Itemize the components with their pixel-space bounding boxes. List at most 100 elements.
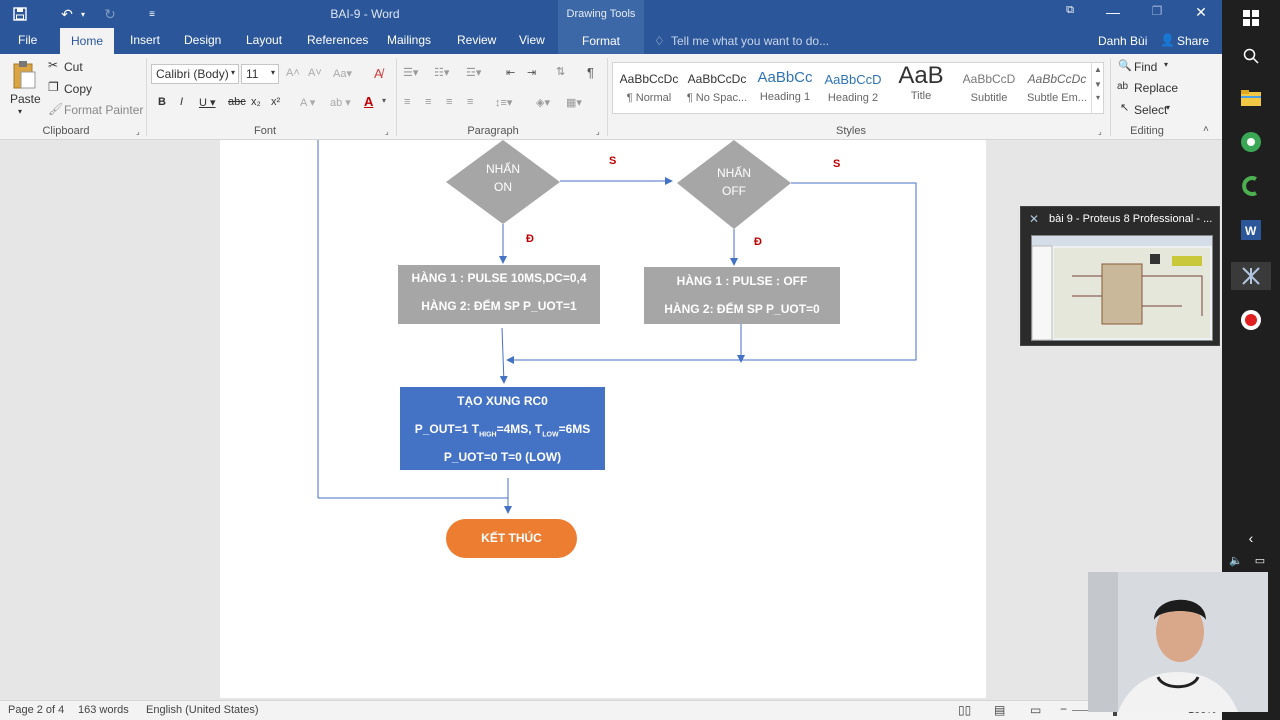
volume-icon[interactable]: 🔈: [1229, 554, 1243, 567]
strikethrough-icon[interactable]: abc: [228, 96, 246, 108]
cut-button[interactable]: Cut: [64, 60, 83, 74]
pulse-box[interactable]: [400, 387, 605, 470]
dialog-launcher-icon[interactable]: ⌟: [596, 127, 600, 136]
user-account-name[interactable]: Danh Bùi: [1098, 34, 1148, 48]
bullets-icon[interactable]: ☰▾: [403, 67, 419, 79]
chevron-down-icon[interactable]: ▾: [382, 96, 387, 105]
font-color-icon[interactable]: A: [364, 94, 374, 109]
shrink-font-icon[interactable]: A˅: [308, 67, 322, 79]
tab-format[interactable]: Format: [558, 28, 644, 54]
proteus-icon[interactable]: [1231, 262, 1271, 290]
chrome-icon[interactable]: [1239, 130, 1263, 154]
tab-view[interactable]: View: [519, 33, 545, 47]
decrease-indent-icon[interactable]: ⇤: [506, 67, 516, 79]
tab-home[interactable]: Home: [60, 28, 114, 54]
word-count[interactable]: 163 words: [78, 704, 129, 716]
format-painter-button[interactable]: Format Painter: [64, 103, 144, 117]
increase-indent-icon[interactable]: ⇥: [527, 67, 537, 79]
text-effects-icon[interactable]: A ▾: [300, 97, 316, 109]
style-title[interactable]: AaB Title: [887, 63, 955, 113]
minimize-icon[interactable]: —: [1106, 4, 1120, 20]
borders-icon[interactable]: ▦▾: [566, 97, 582, 109]
font-size-select[interactable]: 11 ▾: [241, 64, 279, 84]
find-icon[interactable]: 🔍: [1118, 60, 1132, 72]
decision-on-shape[interactable]: [446, 140, 560, 224]
styles-more-icon[interactable]: ▾: [1095, 93, 1100, 102]
clear-formatting-icon[interactable]: A̸: [374, 66, 383, 81]
tab-layout[interactable]: Layout: [246, 33, 283, 47]
customize-qat-icon[interactable]: ≡: [149, 8, 155, 20]
document-page[interactable]: NHẤN ON NHẤN OFF S S Đ Đ HÀNG 1 : PULSE …: [220, 140, 986, 698]
tab-mailings[interactable]: Mailings: [387, 33, 432, 47]
tell-me-search[interactable]: Tell me what you want to do...: [671, 34, 830, 48]
italic-icon[interactable]: I: [180, 96, 184, 108]
shading-icon[interactable]: ◈▾: [536, 97, 550, 109]
save-icon[interactable]: [10, 4, 30, 24]
page-count[interactable]: Page 2 of 4: [8, 704, 65, 716]
dialog-launcher-icon[interactable]: ⌟: [1098, 127, 1102, 136]
style-heading-2[interactable]: AaBbCcD Heading 2: [819, 63, 887, 113]
align-left-icon[interactable]: ≡: [404, 96, 411, 108]
chevron-down-icon[interactable]: ▾: [1166, 103, 1171, 112]
show-hidden-icons-icon[interactable]: ‹: [1248, 530, 1254, 546]
share-button[interactable]: Share: [1177, 34, 1210, 48]
dialog-launcher-icon[interactable]: ⌟: [136, 127, 140, 136]
print-layout-icon[interactable]: ▤: [994, 703, 1006, 717]
windows-start-icon[interactable]: [1239, 6, 1263, 30]
tab-references[interactable]: References: [307, 33, 369, 47]
process-off-box[interactable]: [644, 267, 840, 324]
bold-icon[interactable]: B: [158, 96, 166, 108]
replace-icon[interactable]: ab: [1117, 81, 1129, 92]
search-icon[interactable]: [1239, 44, 1263, 68]
underline-icon[interactable]: U ▾: [199, 97, 216, 109]
file-explorer-icon[interactable]: [1239, 86, 1263, 110]
undo-dropdown-icon[interactable]: ▾: [80, 9, 85, 19]
multilevel-list-icon[interactable]: ☲▾: [466, 67, 482, 79]
replace-button[interactable]: Replace: [1134, 81, 1179, 95]
find-button[interactable]: Find: [1134, 60, 1158, 74]
style-subtle-emphasis[interactable]: AaBbCcDc Subtle Em...: [1023, 63, 1091, 113]
maximize-icon[interactable]: ❐: [1151, 4, 1163, 18]
scroll-up-icon[interactable]: ▲: [1094, 65, 1102, 74]
read-mode-icon[interactable]: ▯▯: [958, 703, 972, 717]
format-painter-icon[interactable]: 🖌: [48, 102, 64, 116]
line-spacing-icon[interactable]: ↕≡▾: [495, 97, 513, 109]
chevron-down-icon[interactable]: ▾: [1164, 60, 1169, 69]
word-icon[interactable]: W: [1239, 218, 1263, 242]
justify-icon[interactable]: ≡: [467, 96, 474, 108]
grow-font-icon[interactable]: A˄: [286, 67, 300, 79]
sort-icon[interactable]: ⇅: [556, 66, 566, 78]
dialog-launcher-icon[interactable]: ⌟: [385, 127, 389, 136]
web-layout-icon[interactable]: ▭: [1030, 703, 1042, 717]
battery-icon[interactable]: ▭: [1254, 554, 1266, 567]
ribbon-display-options-icon[interactable]: ⧉: [1066, 4, 1074, 16]
decision-off-shape[interactable]: [677, 140, 791, 229]
superscript-icon[interactable]: x²: [271, 96, 281, 108]
copy-button[interactable]: Copy: [64, 82, 93, 96]
select-button[interactable]: Select: [1134, 103, 1168, 117]
tab-file[interactable]: File: [18, 33, 38, 47]
change-case-icon[interactable]: Aa▾: [333, 68, 352, 80]
undo-icon[interactable]: ↶: [61, 5, 73, 22]
font-family-select[interactable]: Calibri (Body) ▾: [151, 64, 239, 84]
copy-icon[interactable]: ❐: [48, 80, 59, 94]
cut-icon[interactable]: ✂: [48, 58, 59, 72]
align-right-icon[interactable]: ≡: [446, 96, 453, 108]
language-status[interactable]: English (United States): [146, 704, 259, 716]
ccleaner-icon[interactable]: [1239, 174, 1263, 198]
paste-icon[interactable]: [12, 60, 36, 90]
taskbar-preview[interactable]: ✕ bài 9 - Proteus 8 Professional - ...: [1020, 206, 1220, 346]
collapse-ribbon-icon[interactable]: ˄: [1203, 124, 1209, 135]
redo-icon[interactable]: ↻: [104, 5, 116, 22]
tab-insert[interactable]: Insert: [130, 33, 161, 47]
zoom-out-icon[interactable]: −: [1060, 702, 1068, 716]
scroll-down-icon[interactable]: ▼: [1094, 80, 1102, 89]
highlight-color-icon[interactable]: ab ▾: [330, 97, 351, 109]
styles-scroll[interactable]: ▲ ▼ ▾: [1091, 63, 1104, 113]
tab-review[interactable]: Review: [457, 33, 497, 47]
style-subtitle[interactable]: AaBbCcD Subtitle: [955, 63, 1023, 113]
end-terminal[interactable]: [446, 519, 577, 558]
close-icon[interactable]: ✕: [1195, 4, 1207, 20]
numbering-icon[interactable]: ☷▾: [434, 67, 450, 79]
style-heading-1[interactable]: AaBbCc Heading 1: [751, 63, 819, 113]
